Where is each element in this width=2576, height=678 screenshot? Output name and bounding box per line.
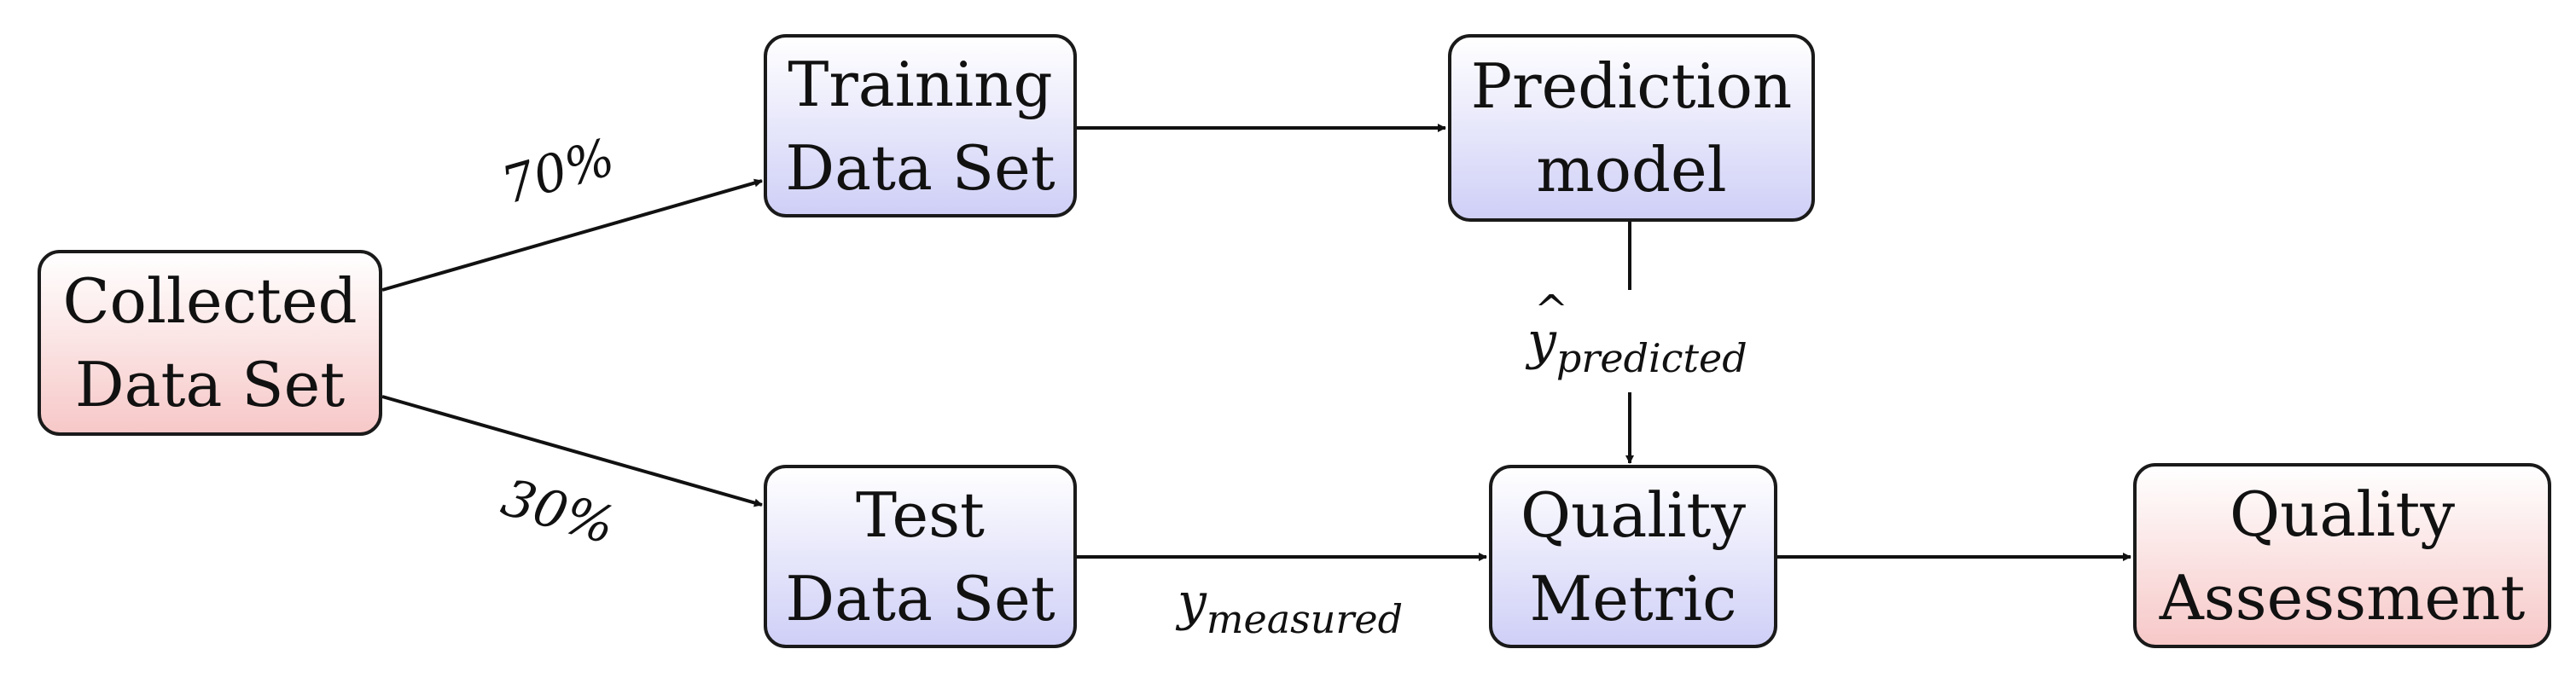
node-training-line2: Data Set: [785, 131, 1055, 204]
node-training-line1: Training: [788, 48, 1053, 120]
node-test-data-set: Test Data Set: [764, 465, 1077, 648]
y-hat-symbol: y: [1527, 290, 1568, 367]
edge-label-y-measured: ymeasured: [1178, 577, 1403, 639]
node-quality-metric: Quality Metric: [1489, 465, 1777, 648]
node-training-data-set: Training Data Set: [764, 34, 1077, 217]
node-quality-assessment-line1: Quality: [2230, 478, 2455, 550]
arrow-collected-to-test: [381, 395, 763, 507]
node-collected-data-set: Collected Data Set: [38, 250, 382, 436]
arrow-collected-to-training: [381, 178, 763, 292]
node-quality-assessment: Quality Assessment: [2133, 463, 2551, 648]
y-measured-subscript: measured: [1206, 596, 1404, 643]
node-collected-line2: Data Set: [74, 349, 346, 420]
node-test-line1: Test: [856, 478, 985, 551]
node-prediction-line2: model: [1536, 134, 1727, 206]
node-prediction-model: Prediction model: [1448, 34, 1815, 222]
node-test-line2: Data Set: [785, 562, 1055, 635]
node-prediction-line1: Prediction: [1470, 50, 1793, 122]
y-predicted-subscript: predicted: [1555, 335, 1747, 382]
edge-label-y-predicted: ypredicted: [1527, 290, 1747, 382]
node-quality-assessment-line2: Assessment: [2159, 561, 2526, 634]
node-quality-metric-line2: Metric: [1529, 562, 1737, 635]
y-measured-symbol: y: [1178, 572, 1207, 632]
node-collected-line1: Collected: [62, 265, 358, 337]
node-quality-metric-line1: Quality: [1521, 478, 1746, 551]
